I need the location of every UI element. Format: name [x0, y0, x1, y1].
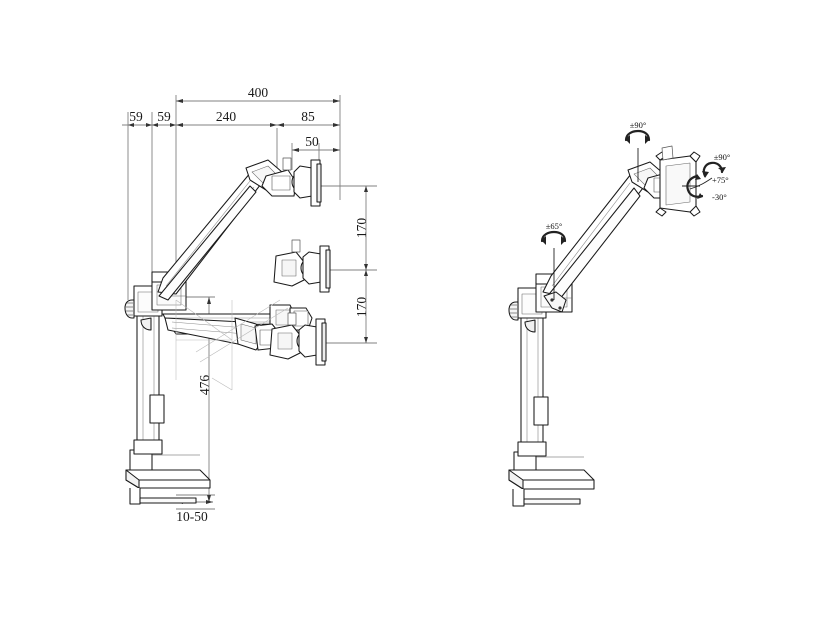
- right-view-angle-annotations: ±90° ±90° +75° -30° ±65°: [540, 120, 731, 300]
- gas-spring-arm-right: [542, 161, 665, 313]
- dim-head-segment: 85: [301, 109, 315, 124]
- angle-label-tilt-down: -30°: [712, 192, 727, 202]
- annotation-arm-swivel: ±65°: [540, 221, 567, 300]
- dim-clamp-range: 10-50: [176, 509, 208, 524]
- annotation-head-rotation: ±90°: [689, 152, 731, 190]
- left-view-dimension-labels: 400 59 59 240 85 50 170 170 476 10-50: [129, 85, 369, 524]
- dim-base-offset-2: 59: [157, 109, 171, 124]
- dim-base-offset-1: 59: [129, 109, 143, 124]
- angle-label-top-swivel: ±90°: [630, 120, 647, 130]
- dim-total-reach: 400: [248, 85, 269, 100]
- dim-pole-height: 476: [197, 375, 212, 396]
- annotation-tilt: +75° -30°: [682, 174, 729, 202]
- desk-clamp-base: [125, 449, 211, 505]
- right-view-product: [508, 145, 701, 507]
- angle-label-tilt-up: +75°: [712, 175, 729, 185]
- angle-label-arm-swivel: ±65°: [546, 221, 563, 231]
- monitor-head-middle: [273, 239, 331, 293]
- annotation-top-swivel: ±90°: [624, 120, 651, 182]
- dim-arm-segment: 240: [216, 109, 237, 124]
- monitor-head-right: [643, 145, 701, 217]
- monitor-head-bottom: [269, 312, 327, 366]
- ghost-outlines: [175, 299, 289, 391]
- dim-height-lower: 170: [354, 297, 369, 318]
- dim-head-depth: 50: [305, 134, 319, 149]
- desk-clamp-base-right: [508, 451, 595, 507]
- left-view-product: [124, 157, 331, 505]
- angle-label-head-rotation: ±90°: [714, 152, 731, 162]
- arm-position-raised: [157, 157, 322, 301]
- dim-height-upper: 170: [354, 218, 369, 239]
